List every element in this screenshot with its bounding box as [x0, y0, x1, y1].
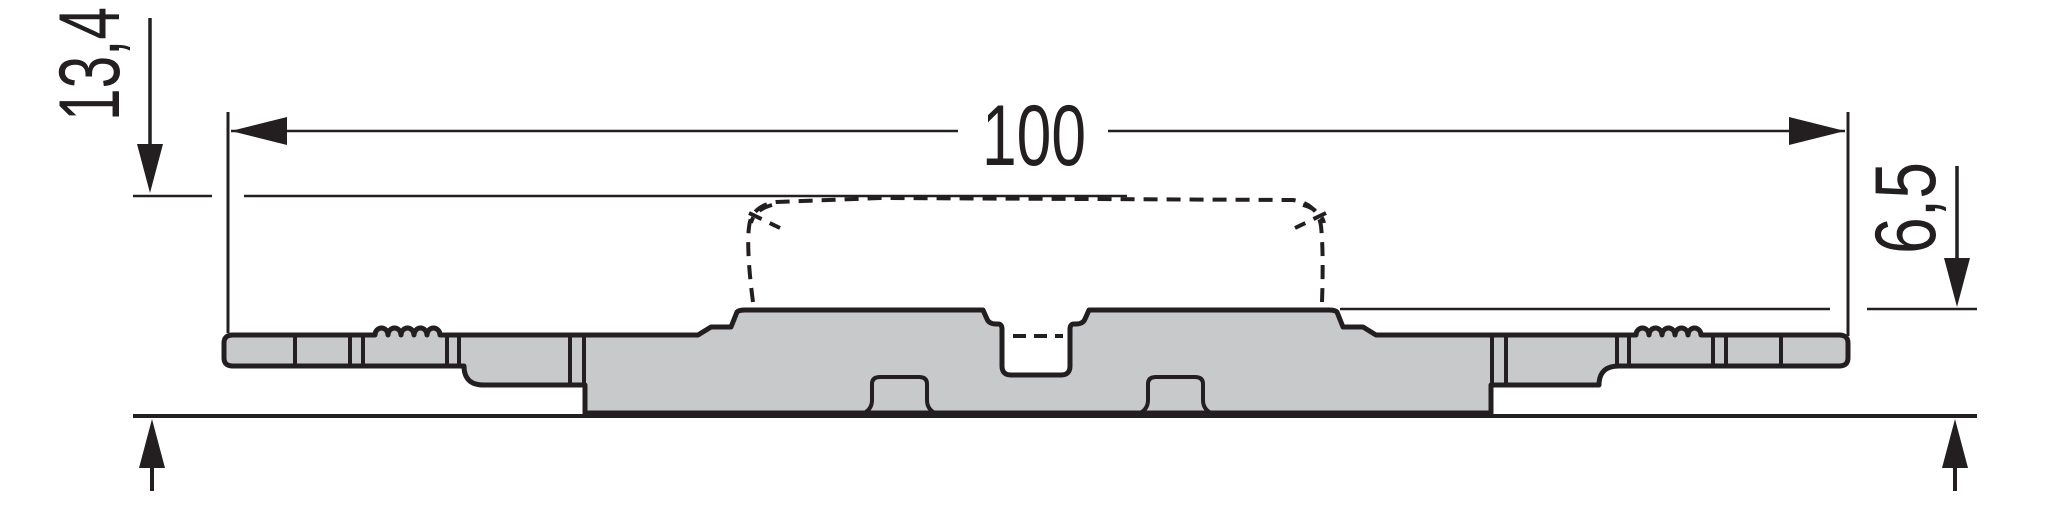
dimension-width-100: 100: [231, 88, 1845, 184]
arrowhead-down-right-icon: [1944, 258, 1970, 307]
flange-division-lines: [293, 337, 1783, 383]
module-latch-right: [1294, 211, 1327, 230]
arrowhead-left-icon: [231, 117, 287, 145]
phantom-module-outline: [746, 195, 1327, 303]
module-latch-left: [748, 211, 781, 230]
profile-cross-section: [221, 307, 1851, 416]
dim-100-label: 100: [982, 88, 1086, 184]
module-corner-right: [1302, 203, 1326, 224]
dimension-height-6-5: 6,5: [1858, 162, 1970, 491]
arrowhead-down-icon: [137, 144, 163, 193]
module-corner-left: [749, 203, 773, 224]
arrowhead-up-left-icon: [139, 419, 165, 468]
arrowhead-right-icon: [1789, 117, 1845, 145]
dim-13-4-label: 13,4: [42, 7, 138, 121]
arrowhead-up-right-icon: [1942, 419, 1968, 468]
module-contour: [746, 195, 1325, 303]
dim-6-5-label: 6,5: [1858, 162, 1954, 254]
dimension-height-13-4: 13,4: [42, 7, 165, 491]
internal-foot-contours: [863, 375, 1212, 415]
reference-lines: [133, 112, 1977, 418]
profile-outline: [221, 307, 1851, 416]
